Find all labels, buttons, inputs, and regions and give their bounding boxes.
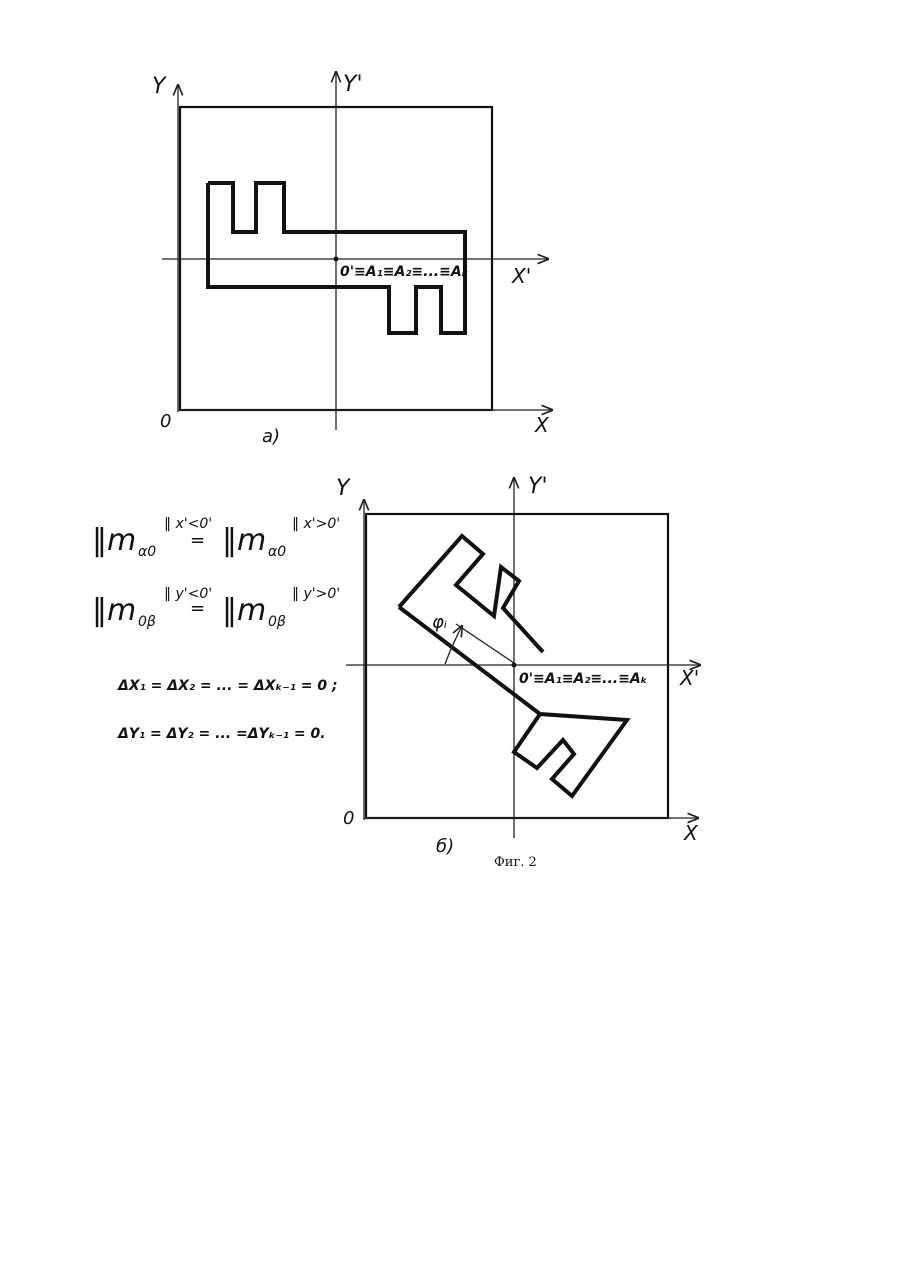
panel-a-y-prime-label: Y' (343, 72, 363, 97)
panel-b-frame (366, 514, 668, 818)
panel-b-key-shape-lower (399, 607, 627, 796)
formula-2-right: ‖m (222, 593, 266, 628)
formula-2-eq: = (190, 598, 205, 619)
panel-b-point-label: 0'≡A₁≡A₂≡...≡Aₖ (519, 671, 648, 687)
formula-2-left-sub: 0β (138, 614, 156, 630)
panel-b-y-prime-label: Y' (528, 474, 548, 499)
formulas: ‖m α0 ‖ x'<0' = ‖m α0 ‖ x'>0' ‖m 0β ‖ y'… (92, 516, 340, 742)
panel-a: Y Y' 0 X X' 0'≡A₁≡A₂≡...≡Aₖ a) (152, 72, 552, 447)
panel-a-y-label: Y (152, 74, 167, 99)
formula-1-right: ‖m (222, 523, 266, 558)
formula-4: ΔY₁ = ΔY₂ = ... =ΔYₖ₋₁ = 0. (117, 726, 326, 742)
formula-1-right-sub: α0 (268, 544, 286, 560)
panel-b-angle-label: φᵢ (432, 612, 447, 633)
panel-b: Y Y' 0 X X' 0'≡A₁≡A₂≡...≡Aₖ φᵢ б) (336, 474, 700, 857)
panel-a-x-prime-label: X' (511, 264, 531, 288)
panel-a-point-label: 0'≡A₁≡A₂≡...≡Aₖ (340, 264, 469, 280)
panel-a-x-label: X (534, 413, 550, 437)
formula-3: ΔX₁ = ΔX₂ = ... = ΔXₖ₋₁ = 0 ; (117, 678, 338, 694)
figure-caption: Фиг. 2 (494, 855, 537, 870)
formula-2-right-sup: ‖ y'>0' (292, 586, 340, 602)
formula-2-left: ‖m (92, 593, 136, 628)
panel-b-sublabel: б) (436, 836, 454, 857)
formula-1-left: ‖m (92, 523, 136, 558)
panel-b-origin-label: 0 (343, 808, 354, 829)
formula-1-right-sup: ‖ x'>0' (292, 516, 340, 532)
formula-1-eq: = (190, 530, 205, 551)
panel-a-origin-point (334, 257, 339, 262)
formula-2-right-sub: 0β (268, 614, 286, 630)
formula-1-left-sub: α0 (138, 544, 156, 560)
panel-a-sublabel: a) (262, 426, 280, 447)
panel-b-x-label: X (683, 821, 699, 845)
panel-b-x-prime-label: X' (679, 666, 699, 690)
panel-b-origin-point (512, 663, 517, 668)
panel-a-origin-label: 0 (160, 411, 171, 432)
panel-b-y-label: Y (336, 476, 351, 501)
